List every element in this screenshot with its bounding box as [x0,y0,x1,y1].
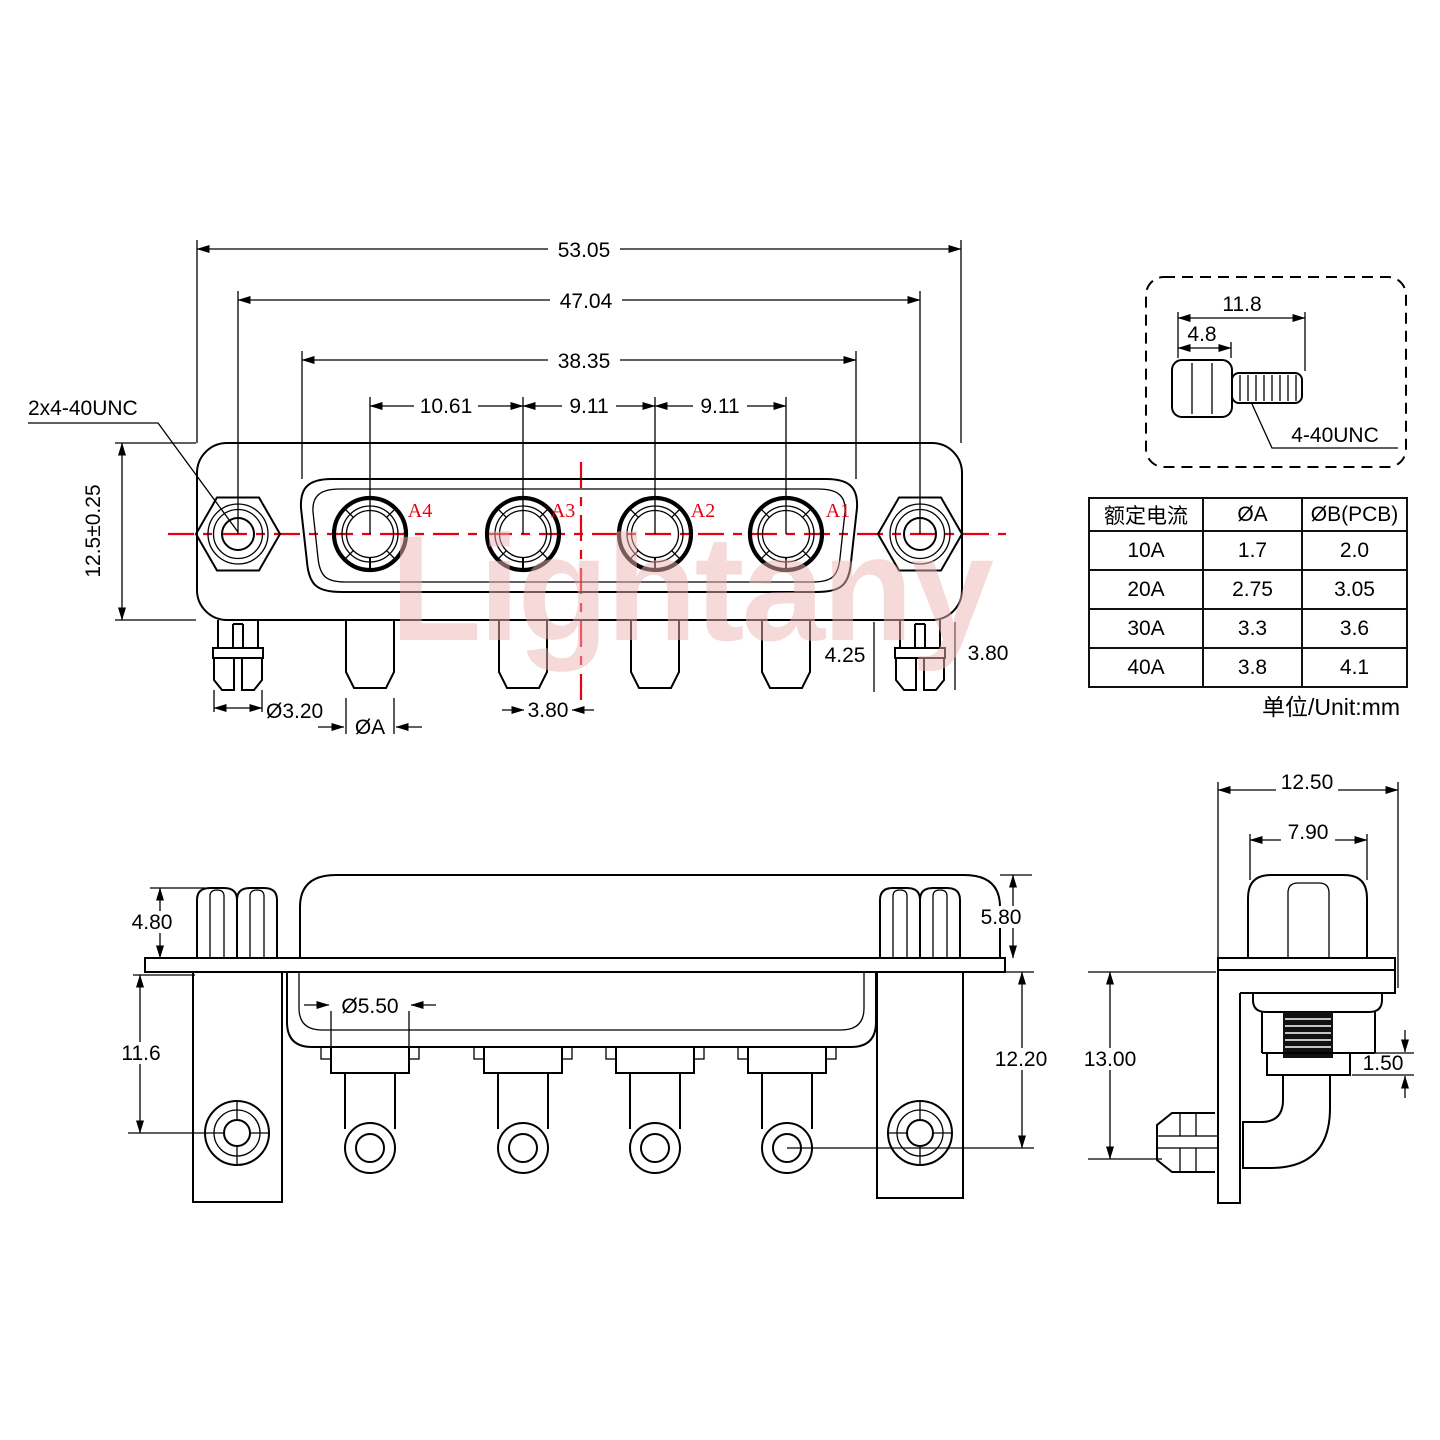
dim-53-05: 53.05 [558,239,611,262]
thread-callout-label: 2x4-40UNC [28,397,138,420]
front-extension-lines [196,240,962,534]
cell-dia-b-30a: 3.6 [1301,608,1408,649]
insulator-outer [286,972,877,1048]
left-rivet [203,1099,271,1167]
thread-lines [1239,375,1297,401]
insulator-inner [298,972,865,1031]
dim-3-80-mid: 3.80 [528,699,569,722]
cell-dia-b-40a: 4.1 [1301,647,1408,688]
watermark: Lightany [390,504,994,672]
left-standoff-nut-2 [236,887,278,959]
dim-4-8: 4.8 [1187,323,1216,346]
dim-12-20: 12.20 [995,1048,1048,1071]
cell-dia-b-10a: 2.0 [1301,530,1408,571]
dim-10-61: 10.61 [420,395,473,418]
body-flange-profile [1240,970,1396,994]
jackscrew-nut-facet [1287,882,1330,958]
board-lock-clip-profile [1156,1112,1219,1173]
side-view-dimensions: 4.80 5.80 11.6 Ø5.50 12.20 [114,874,1216,1160]
dim-4-80: 4.80 [132,911,173,934]
dim-7-90: 7.90 [1288,821,1329,844]
table-row: 40A 3.8 4.1 [1088,647,1408,688]
right-side-view: 12.50 7.90 1.50 [1156,771,1414,1204]
dim-9-11-a: 9.11 [569,395,608,418]
header-rated-current: 额定电流 [1088,497,1204,532]
left-bracket-leg [192,971,283,1203]
dim-1-50: 1.50 [1363,1052,1404,1075]
header-dia-a: ØA [1202,497,1303,532]
screw-threaded-shank [1231,372,1303,404]
jackscrew-nut-profile [1247,874,1368,958]
side-tail-a3 [473,1046,573,1174]
right-bracket-leg [876,971,964,1199]
dim-4-25: 4.25 [825,644,866,667]
body-step-profile [1252,993,1383,1013]
dim-13-00: 13.00 [1084,1048,1137,1071]
table-row: 30A 3.3 3.6 [1088,608,1408,649]
pin-label-a2: A2 [691,500,715,522]
washer-profile [1266,1052,1351,1076]
table-row: 10A 1.7 2.0 [1088,530,1408,571]
left-clinch-leg [212,619,264,691]
pin-label-a1: A1 [826,500,850,522]
dim-pin-dia-side: Ø5.50 [341,995,398,1018]
cell-dia-a-10a: 1.7 [1202,530,1303,571]
cell-dia-a-20a: 2.75 [1202,569,1303,610]
right-standoff-nut-2 [919,887,961,959]
spec-table: 额定电流 ØA ØB(PCB) 10A 1.7 2.0 20A 2.75 3.0… [1088,497,1408,688]
dim-38-35: 38.35 [558,350,611,373]
cell-dia-b-20a: 3.05 [1301,569,1408,610]
detail-box-border [1145,276,1407,468]
side-tail-a1 [737,1046,837,1174]
thread-callout-leader [1251,403,1398,449]
dim-pin-dia: ØA [355,716,385,739]
screw-detail: 11.8 4.8 4-40UNC [1145,276,1407,468]
d-insert-outer-outline [299,478,859,593]
dim-11-8: 11.8 [1222,293,1261,316]
cell-current-30a: 30A [1088,608,1204,649]
body-side-profile [1261,1012,1376,1054]
screw-knurled-head [1171,359,1233,418]
dim-12-50: 12.50 [1281,771,1334,794]
bracket-plate-profile [1217,970,1241,1204]
spec-table-header-row: 额定电流 ØA ØB(PCB) [1088,497,1408,532]
shell-back-outline [299,874,1001,958]
pin-label-a3: A3 [551,500,575,522]
side-tail-a4 [320,1046,420,1174]
thread-callout-leader [28,422,239,533]
face-plate [144,957,1006,973]
right-rivet [886,1099,954,1167]
tail-a4 [345,619,395,689]
dim-leg-dia: Ø3.20 [266,700,323,723]
dim-height: 12.5±0.25 [82,484,105,577]
unit-note: 单位/Unit:mm [1262,694,1400,720]
cell-current-10a: 10A [1088,530,1204,571]
face-plate-profile [1217,957,1396,971]
right-standoff-nut-1 [879,887,921,959]
screw-thread-label: 4-40UNC [1291,424,1379,447]
header-dia-b-pcb: ØB(PCB) [1301,497,1408,532]
cell-current-40a: 40A [1088,647,1204,688]
left-standoff-nut-1 [196,887,238,959]
cell-dia-a-40a: 3.8 [1202,647,1303,688]
side-tail-a2 [605,1046,705,1174]
dim-9-11-b: 9.11 [700,395,739,418]
right-angle-pin-profile [1242,1075,1331,1169]
side-view: 4.80 5.80 11.6 Ø5.50 12.20 [114,874,1216,1203]
pin-label-a4: A4 [408,500,432,522]
stud-thread-lines [1285,1018,1331,1048]
d-insert-inner-outline [312,488,846,583]
dim-11-6: 11.6 [121,1042,160,1065]
dim-47-04: 47.04 [560,290,613,313]
front-lower-dimensions: Ø3.20 ØA 3.80 4.25 3.80 [213,622,1009,739]
dim-5-80: 5.80 [981,906,1022,929]
cell-dia-a-30a: 3.3 [1202,608,1303,649]
dim-3-80-right: 3.80 [968,642,1009,665]
front-view: 53.05 47.04 38.35 10.61 9.11 9.11 12.5±0… [28,238,1008,739]
cell-current-20a: 20A [1088,569,1204,610]
table-row: 20A 2.75 3.05 [1088,569,1408,610]
